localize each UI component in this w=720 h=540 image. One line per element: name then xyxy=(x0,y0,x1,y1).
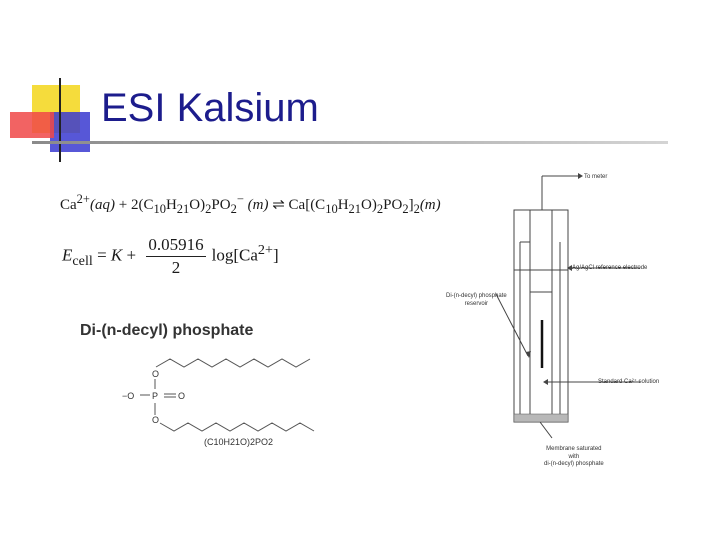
eq-ca: Ca xyxy=(60,197,77,213)
eq-h: H xyxy=(337,197,349,213)
molecule-formula: (C10H21O)2PO2 xyxy=(204,437,274,447)
membrane xyxy=(513,413,569,423)
arrow-head xyxy=(526,351,531,358)
label-reference: Ag/AgCl reference electrode xyxy=(572,265,648,271)
pointer-reservoir xyxy=(495,293,529,357)
decyl-chain-top xyxy=(155,358,311,368)
title-decoration xyxy=(10,78,100,162)
blue-square xyxy=(50,112,90,152)
eq-sub: 10 xyxy=(153,202,166,216)
label-membrane-line3: di-(n-decyl) phosphate xyxy=(544,461,604,467)
eq-m: (m) xyxy=(419,197,441,213)
eq-po: PO xyxy=(383,197,403,213)
eq-sub: 10 xyxy=(325,202,338,216)
eq-log: log xyxy=(211,245,234,265)
arrow-head xyxy=(578,173,583,179)
eq-sub: 21 xyxy=(176,202,190,216)
label-reservoir-line2: reservoir xyxy=(464,300,489,307)
eq-sub: 2 xyxy=(230,202,237,216)
label-membrane: Membrane saturated with di-(n-decyl) pho… xyxy=(544,446,604,469)
eq-o: O) xyxy=(361,197,377,213)
eq-sub: 2 xyxy=(413,202,420,216)
eq-cell: cell xyxy=(72,252,93,269)
eq-aq: (aq) xyxy=(89,197,115,213)
eq-charge: 2+ xyxy=(257,241,273,258)
label-to-meter: To meter xyxy=(584,174,608,180)
phosphate-structure: O −O P O O xyxy=(122,358,315,432)
label-membrane-line1: Membrane saturated xyxy=(546,446,602,452)
title-underline xyxy=(32,141,668,144)
atom-o-top: O xyxy=(152,369,159,379)
eq-sub: 21 xyxy=(348,202,362,216)
label-reservoir-line1: Di-(n-decyl) phosphate xyxy=(446,293,507,299)
eq-equals: = xyxy=(97,245,107,265)
eq-k: K xyxy=(110,245,123,265)
eq-m: (m) xyxy=(247,197,269,213)
molecule-title: Di-(n-decyl) phosphate xyxy=(80,322,254,339)
nernst-equation: Ecell = K + 0.05916 2 log[Ca2+] xyxy=(62,235,279,278)
arrow-head xyxy=(567,265,572,271)
atom-o-bottom: O xyxy=(152,415,159,425)
decyl-chain-bottom xyxy=(159,422,315,432)
red-square xyxy=(10,112,54,138)
eq-arrow: ⇌ xyxy=(272,197,285,213)
reaction-equation: Ca2+(aq) + 2(C10H21O)2PO2− (m) ⇌ Ca[(C10… xyxy=(60,192,441,217)
eq-sub: 2 xyxy=(205,202,212,216)
eq-ca2: Ca[(C xyxy=(288,197,326,213)
pointer-membrane xyxy=(539,421,553,439)
atom-p: P xyxy=(152,391,158,401)
eq-fraction: 0.05916 2 xyxy=(146,235,206,278)
atom-o-left: −O xyxy=(122,391,134,401)
eq-sub: 2 xyxy=(376,202,384,216)
eq-minus: − xyxy=(236,192,244,206)
eq-o: O) xyxy=(189,197,206,213)
eq-h: H xyxy=(165,197,177,213)
eq-denominator: 2 xyxy=(171,258,181,277)
eq-po: PO xyxy=(211,197,231,213)
label-reservoir: Di-(n-decyl) phosphate reservoir xyxy=(446,293,507,308)
slide-title: ESI Kalsium xyxy=(101,86,319,130)
eq-plus: + xyxy=(126,245,137,265)
label-membrane-line2: with xyxy=(568,453,580,460)
eq-close-bracket: ] xyxy=(272,245,279,265)
label-standard: Standard Ca²⁺ solution xyxy=(598,379,660,385)
eq-numerator: 0.05916 xyxy=(146,235,206,257)
arrow-head xyxy=(543,379,548,385)
eq-e: E xyxy=(62,245,73,265)
eq-sub: 2 xyxy=(402,202,409,216)
eq-plus-term: + 2(C xyxy=(114,197,154,213)
atom-o-right: O xyxy=(178,391,185,401)
electrode-diagram xyxy=(495,173,640,439)
eq-bracket: ] xyxy=(408,197,414,213)
eq-ca: [Ca xyxy=(233,245,258,265)
eq-ca-charge: 2+ xyxy=(76,192,90,206)
